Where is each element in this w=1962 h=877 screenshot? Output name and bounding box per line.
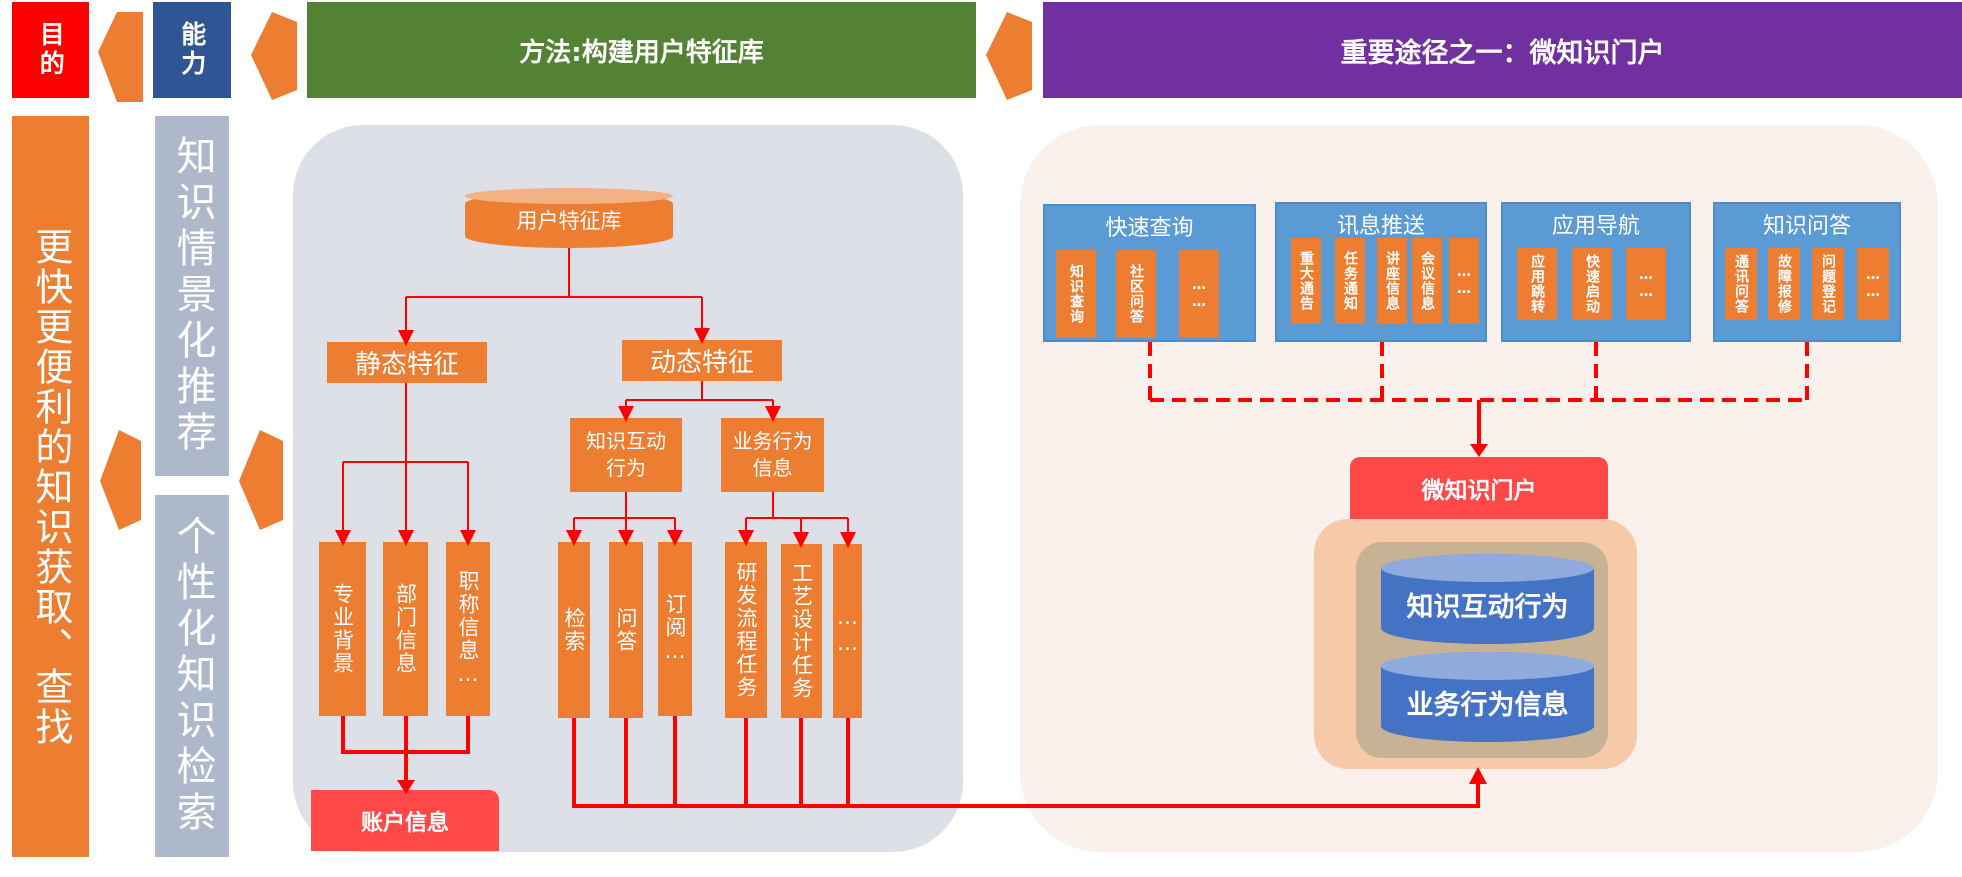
biz-leaf-more-label: ……: [835, 605, 860, 657]
portal-card-quick-query-title: 快速查询: [1105, 216, 1194, 241]
push-item-4: 会议信息: [1412, 238, 1442, 324]
push-item-5: ……: [1449, 238, 1479, 324]
nav-item-3-label: ……: [1638, 267, 1654, 301]
db-knowledge-interaction-label: 知识互动行为: [1406, 591, 1569, 623]
push-item-1-label: 重大通告: [1298, 251, 1314, 311]
biz-leaf-rd: 研发流程任务: [725, 542, 767, 718]
nav-item-2-label: 快速启动: [1584, 254, 1600, 314]
biz-leaf-rd-label: 研发流程任务: [734, 561, 758, 699]
ability-column-2-text: 个性化知识检索: [169, 515, 216, 837]
portal-card-nav-title: 应用导航: [1551, 214, 1640, 239]
db-business-behavior-label: 业务行为信息: [1406, 689, 1569, 721]
business-behavior-label: 业务行为信息: [732, 429, 813, 480]
biz-leaf-more: ……: [833, 544, 862, 718]
kn-leaf-search: 检索: [558, 542, 590, 718]
static-feature-box: 静态特征: [327, 342, 487, 383]
qa-item-4: ……: [1857, 248, 1889, 320]
biz-leaf-process: 工艺设计任务: [781, 544, 822, 718]
quick-query-item-1: 知识查询: [1056, 250, 1096, 338]
nav-item-2: 快速启动: [1572, 248, 1612, 320]
qa-item-4-label: ……: [1865, 267, 1881, 301]
push-item-3: 讲座信息: [1377, 238, 1407, 324]
quick-query-item-3-label: ……: [1191, 277, 1207, 311]
portal-card-qa-title: 知识问答: [1762, 214, 1851, 239]
push-item-1: 重大通告: [1291, 238, 1321, 324]
nav-item-3: ……: [1626, 248, 1666, 320]
static-leaf-title: 职称信息…: [446, 542, 490, 716]
ability-header: 能力: [153, 2, 231, 98]
kn-leaf-qa: 问答: [609, 542, 643, 718]
quick-query-item-1-label: 知识查询: [1068, 264, 1084, 324]
goal-column: 更快更便利的知识获取、查找: [12, 116, 89, 857]
portal-card-nav: 应用导航 应用跳转 快速启动 ……: [1501, 202, 1691, 342]
db-knowledge-interaction-top: [1381, 554, 1594, 582]
user-feature-db-label: 用户特征库: [516, 209, 622, 233]
static-leaf-department-label: 部门信息: [393, 583, 418, 675]
ability-header-label: 能力: [177, 21, 207, 79]
account-info-box: 账户信息: [311, 790, 499, 851]
kn-leaf-subscribe: 订阅…: [658, 542, 692, 716]
arrow-ability-col-to-goal-col: [100, 430, 141, 530]
push-item-2-label: 任务通知: [1342, 251, 1358, 311]
push-item-5-label: ……: [1456, 264, 1472, 298]
portal-card-push: 讯息推送 重大通告 任务通知 讲座信息 会议信息 ……: [1275, 202, 1487, 342]
goal-column-text: 更快更便利的知识获取、查找: [28, 226, 73, 747]
arrow-route-to-method: [986, 12, 1032, 100]
account-info-label: 账户信息: [360, 810, 449, 836]
portal-label: 微知识门户: [1421, 478, 1537, 504]
user-feature-db-top: [465, 188, 673, 204]
arrow-tree-to-ability-col: [239, 430, 283, 530]
db-business-behavior-top: [1381, 652, 1594, 680]
kn-leaf-search-label: 检索: [562, 607, 586, 653]
portal-label-box: 微知识门户: [1350, 457, 1608, 519]
biz-leaf-process-label: 工艺设计任务: [789, 562, 814, 700]
ability-column-2: 个性化知识检索: [155, 495, 229, 857]
kn-leaf-subscribe-label: 订阅…: [663, 593, 687, 665]
qa-item-2: 故障报修: [1768, 248, 1800, 320]
knowledge-interaction-box: 知识互动行为: [570, 418, 682, 492]
qa-item-2-label: 故障报修: [1776, 254, 1792, 314]
quick-query-item-3: ……: [1179, 250, 1219, 338]
static-feature-label: 静态特征: [354, 350, 459, 380]
ability-column-1-text: 知识情景化推荐: [169, 135, 216, 457]
kn-leaf-qa-label: 问答: [614, 607, 638, 653]
static-leaf-major-label: 专业背景: [330, 583, 355, 675]
goal-header: 目的: [12, 2, 89, 98]
method-header: 方法:构建用户特征库: [307, 2, 976, 98]
portal-card-quick-query: 快速查询 知识查询 社区问答 ……: [1043, 204, 1256, 342]
goal-header-label: 目的: [36, 21, 66, 79]
arrow-ability-to-goal: [98, 12, 143, 102]
push-item-3-label: 讲座信息: [1384, 251, 1400, 311]
portal-card-qa: 知识问答 通讯问答 故障报修 问题登记 ……: [1713, 202, 1901, 342]
qa-item-1-label: 通讯问答: [1733, 254, 1749, 314]
knowledge-interaction-label: 知识互动行为: [586, 429, 666, 480]
push-item-2: 任务通知: [1335, 238, 1365, 324]
dynamic-feature-label: 动态特征: [649, 348, 754, 378]
static-leaf-major: 专业背景: [319, 542, 366, 716]
qa-item-3: 问题登记: [1812, 248, 1844, 320]
push-item-4-label: 会议信息: [1419, 251, 1435, 311]
nav-item-1: 应用跳转: [1517, 248, 1557, 320]
static-leaf-title-label: 职称信息…: [456, 570, 480, 688]
arrow-method-to-ability: [251, 12, 297, 100]
nav-item-1-label: 应用跳转: [1529, 254, 1545, 314]
route-header-label: 重要途径之一：微知识门户: [1340, 37, 1665, 69]
method-header-label: 方法:构建用户特征库: [519, 37, 764, 68]
portal-card-push-title: 讯息推送: [1336, 214, 1425, 239]
dynamic-feature-box: 动态特征: [622, 340, 782, 381]
static-leaf-department: 部门信息: [383, 542, 428, 716]
business-behavior-box: 业务行为信息: [721, 418, 824, 492]
ability-column-1: 知识情景化推荐: [155, 116, 229, 476]
qa-item-3-label: 问题登记: [1820, 254, 1836, 314]
quick-query-item-2-label: 社区问答: [1128, 264, 1144, 324]
quick-query-item-2: 社区问答: [1116, 250, 1156, 338]
route-header: 重要途径之一：微知识门户: [1043, 2, 1962, 98]
qa-item-1: 通讯问答: [1725, 248, 1757, 320]
